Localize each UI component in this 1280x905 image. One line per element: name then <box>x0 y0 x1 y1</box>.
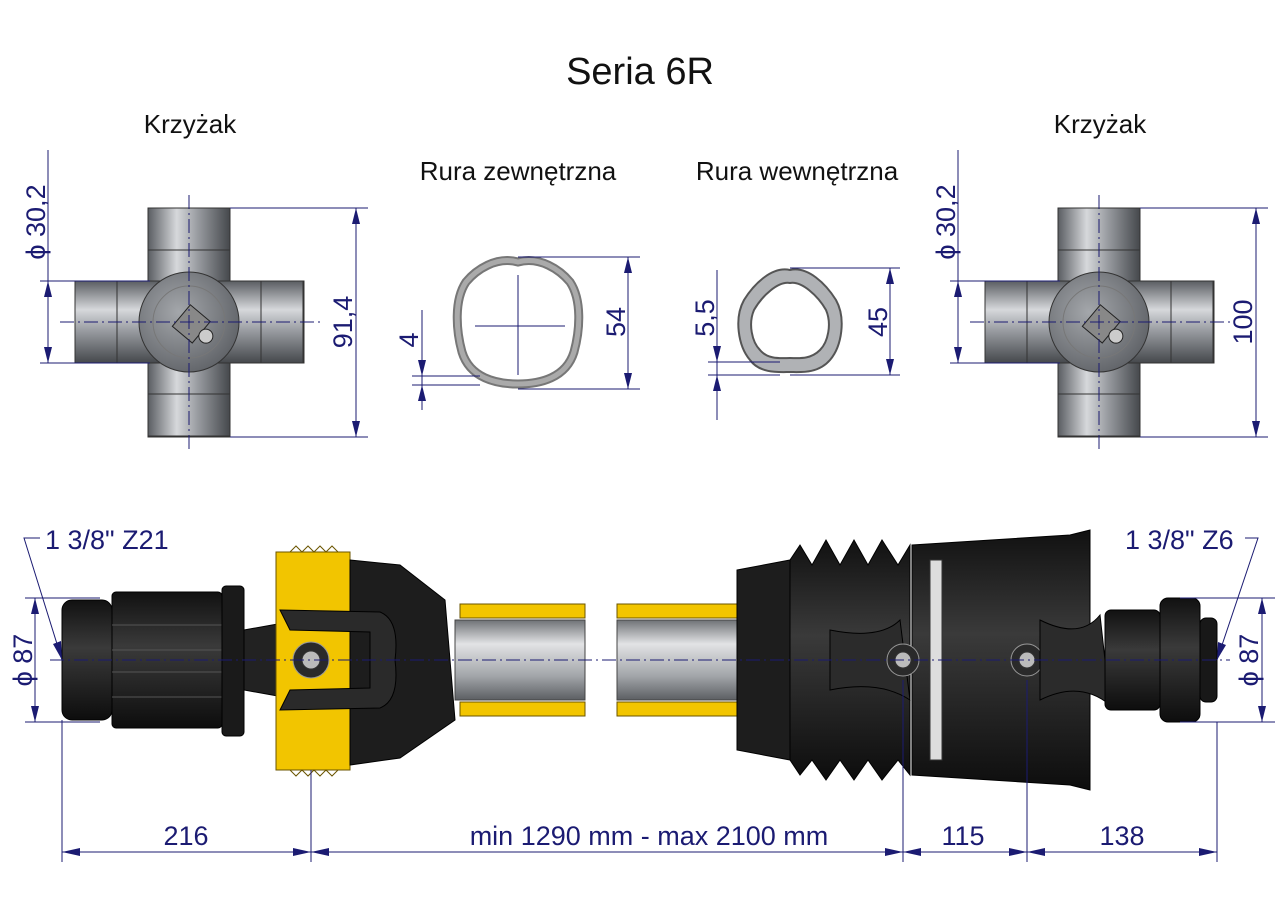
dim-115: 115 <box>941 821 984 851</box>
page-title: Seria 6R <box>566 51 714 93</box>
cross-left-diameter: ϕ 30,2 <box>21 184 51 259</box>
outer-tube-wall: 4 <box>394 332 424 347</box>
cross-right-section: Krzyżak ϕ 30,2 100 <box>931 109 1268 450</box>
dim-216: 216 <box>163 821 208 851</box>
outer-tube-height: 54 <box>601 307 631 337</box>
dim-138: 138 <box>1099 821 1144 851</box>
shaft-dimensions: 1 3/8" Z21 1 3/8" Z6 ϕ 87 ϕ 87 216 min 1… <box>8 525 1275 862</box>
left-spline-label: 1 3/8" Z21 <box>45 525 169 555</box>
inner-tube-section: Rura wewnętrzna 45 5,5 <box>690 156 900 420</box>
cross-right-length: 100 <box>1228 299 1258 344</box>
left-diameter: ϕ 87 <box>8 634 38 687</box>
right-diameter: ϕ 87 <box>1234 634 1264 687</box>
dim-length-range: min 1290 mm - max 2100 mm <box>470 821 829 851</box>
inner-tube-height: 45 <box>863 307 893 337</box>
inner-tube-label: Rura wewnętrzna <box>696 156 899 186</box>
cross-left-length: 91,4 <box>328 296 358 349</box>
right-spline-label: 1 3/8" Z6 <box>1125 525 1234 555</box>
cross-left-section: Krzyżak ϕ 30,2 91,4 <box>21 109 368 450</box>
outer-tube-section: Rura zewnętrzna 54 4 <box>394 156 640 410</box>
outer-tube-label: Rura zewnętrzna <box>420 156 617 186</box>
cross-right-diameter: ϕ 30,2 <box>931 184 961 259</box>
cross-left-label: Krzyżak <box>144 109 237 139</box>
inner-tube-wall: 5,5 <box>690 299 720 337</box>
shaft-assembly <box>50 529 1230 791</box>
cross-right-label: Krzyżak <box>1054 109 1147 139</box>
